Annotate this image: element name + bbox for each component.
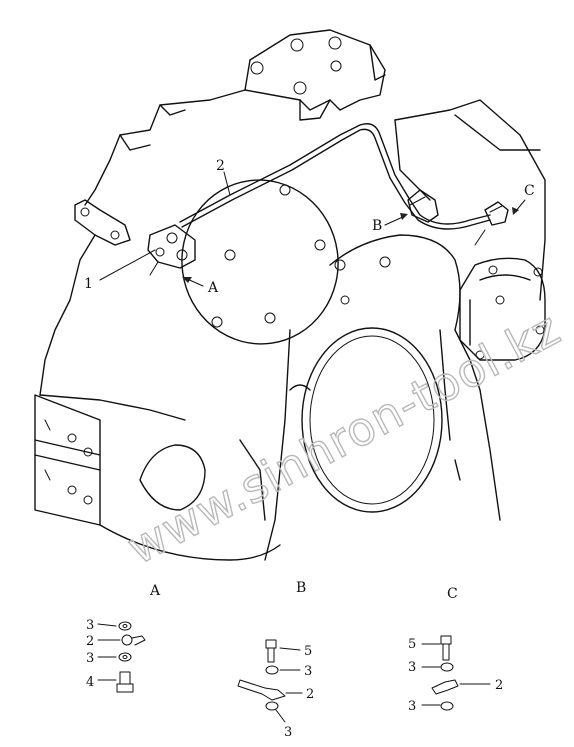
- detail-b: B 5 3 2 3: [237, 580, 314, 740]
- detail-c-part-5: 5: [408, 637, 416, 652]
- callout-arrow-b: B: [372, 218, 382, 234]
- callout-leaders: [99, 171, 526, 287]
- detail-a-part-3a: 3: [86, 618, 94, 633]
- detail-b-title: B: [296, 580, 306, 596]
- detail-b-part-3b: 3: [284, 725, 292, 740]
- detail-a-part-3b: 3: [86, 651, 94, 666]
- engine-housing-drawing: [34, 29, 546, 561]
- callout-arrow-c: C: [524, 183, 535, 199]
- detail-c: C 5 3 2 3: [408, 586, 503, 714]
- detail-a-title: A: [149, 583, 161, 599]
- detail-b-part-2: 2: [306, 687, 314, 702]
- detail-b-part-5: 5: [304, 644, 312, 659]
- detail-c-part-3a: 3: [408, 660, 416, 675]
- callout-2: 2: [216, 158, 225, 174]
- detail-a-part-4: 4: [86, 675, 94, 690]
- detail-c-title: C: [447, 586, 458, 602]
- detail-a-part-2: 2: [86, 634, 94, 649]
- detail-b-part-3a: 3: [304, 664, 312, 679]
- detail-c-part-3b: 3: [408, 699, 416, 714]
- watermark-text: www.sinhron-tool.kz: [118, 301, 569, 575]
- detail-c-part-2: 2: [495, 678, 503, 693]
- callout-1: 1: [84, 276, 93, 292]
- callout-arrow-a: A: [207, 280, 219, 296]
- detail-a: A 3 2 3 4: [86, 583, 161, 693]
